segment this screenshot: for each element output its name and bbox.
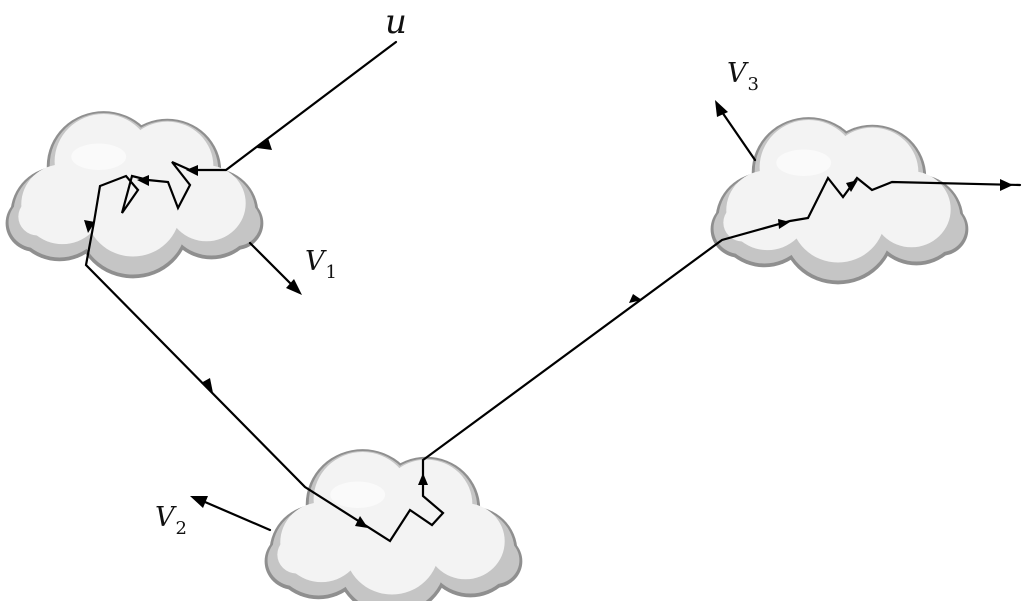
label-v1: V1 <box>305 246 337 283</box>
label-v2: V2 <box>155 502 187 539</box>
label-u: u <box>385 2 407 42</box>
walk-path <box>84 40 1022 543</box>
vector-v3 <box>715 100 757 162</box>
cloud-v3 <box>710 117 969 285</box>
path-arrows <box>84 138 1013 528</box>
cloud-v2 <box>264 449 523 601</box>
vector-v1 <box>248 241 302 295</box>
label-v3: V3 <box>727 58 759 95</box>
vector-v2 <box>190 496 272 532</box>
